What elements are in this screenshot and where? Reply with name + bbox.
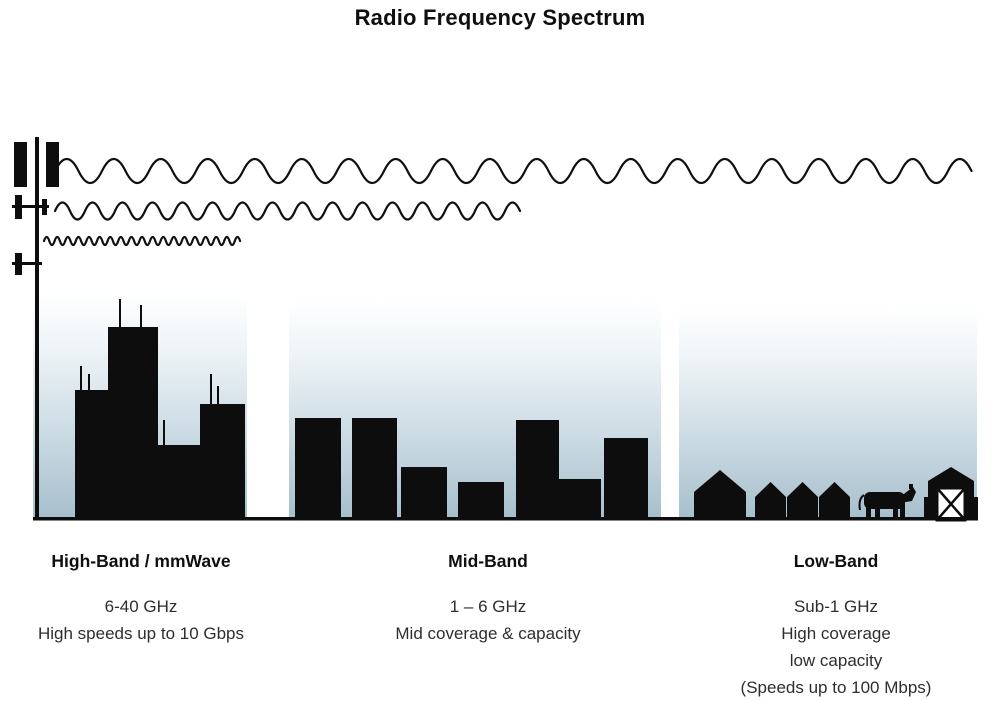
ground-line — [33, 517, 978, 521]
skyscraper — [75, 390, 110, 520]
building — [559, 479, 601, 520]
mid-band-skyline-icon — [295, 418, 648, 520]
building — [401, 467, 447, 520]
cell-tower-icon — [12, 137, 59, 520]
band-desc-line: low capacity — [789, 651, 883, 670]
band-description: 6-40 GHz High speeds up to 10 Gbps — [18, 593, 264, 647]
diagram-title: Radio Frequency Spectrum — [354, 5, 646, 30]
tower-antenna-panel — [46, 142, 59, 187]
tower-antenna-panel — [15, 195, 22, 219]
cow-ear — [909, 484, 913, 489]
house-icon — [755, 482, 786, 520]
tower-antenna-panel — [42, 199, 47, 215]
building — [295, 418, 341, 520]
cow-leg — [900, 504, 905, 520]
building — [516, 420, 559, 520]
tower-antenna-panel — [15, 253, 22, 275]
cow-head — [900, 487, 916, 503]
cow-icon — [858, 484, 916, 520]
building — [604, 438, 648, 520]
band-desc-line: High speeds up to 10 Gbps — [37, 624, 245, 643]
cow-leg — [866, 504, 871, 520]
house-icon — [694, 470, 746, 520]
cow-leg — [893, 504, 898, 520]
band-description: 1 – 6 GHz Mid coverage & capacity — [338, 593, 638, 647]
barn-icon — [924, 467, 978, 522]
tower-crossbar — [12, 262, 42, 265]
cow-leg — [875, 504, 880, 520]
skyscraper — [158, 445, 200, 520]
skyscraper — [108, 327, 158, 520]
house-icon — [819, 482, 850, 520]
low-frequency-wave-icon — [53, 157, 973, 185]
tower-crossbar — [12, 205, 49, 208]
tower-mast — [35, 137, 39, 520]
band-desc-line: 1 – 6 GHz — [449, 597, 527, 616]
building — [352, 418, 397, 520]
mid-band-label-group: Mid-Band 1 – 6 GHz Mid coverage & capaci… — [338, 551, 638, 647]
cow-tail — [858, 494, 865, 511]
building — [458, 482, 504, 520]
band-name: Low-Band — [793, 551, 879, 571]
band-name: High-Band / mmWave — [51, 551, 231, 571]
band-desc-line: High coverage — [781, 624, 891, 643]
band-desc-line: 6-40 GHz — [104, 597, 178, 616]
high-frequency-wave-icon — [42, 235, 242, 247]
low-band-scene-icon — [694, 467, 978, 522]
high-band-label-group: High-Band / mmWave 6-40 GHz High speeds … — [18, 551, 264, 647]
low-band-label-group: Low-Band Sub-1 GHz High coverage low cap… — [688, 551, 984, 701]
tower-antenna-panel — [14, 142, 27, 187]
mid-frequency-wave-icon — [53, 201, 522, 221]
band-desc-line: Mid coverage & capacity — [395, 624, 581, 643]
band-desc-line: Sub-1 GHz — [793, 597, 879, 616]
house-icon — [787, 482, 818, 520]
band-name: Mid-Band — [448, 551, 528, 571]
high-band-skyline-icon — [75, 299, 245, 520]
band-description: Sub-1 GHz High coverage low capacity (Sp… — [688, 593, 984, 701]
band-desc-line: (Speeds up to 100 Mbps) — [740, 678, 932, 697]
skyscraper — [200, 404, 245, 520]
barn-door-cross — [936, 487, 966, 521]
